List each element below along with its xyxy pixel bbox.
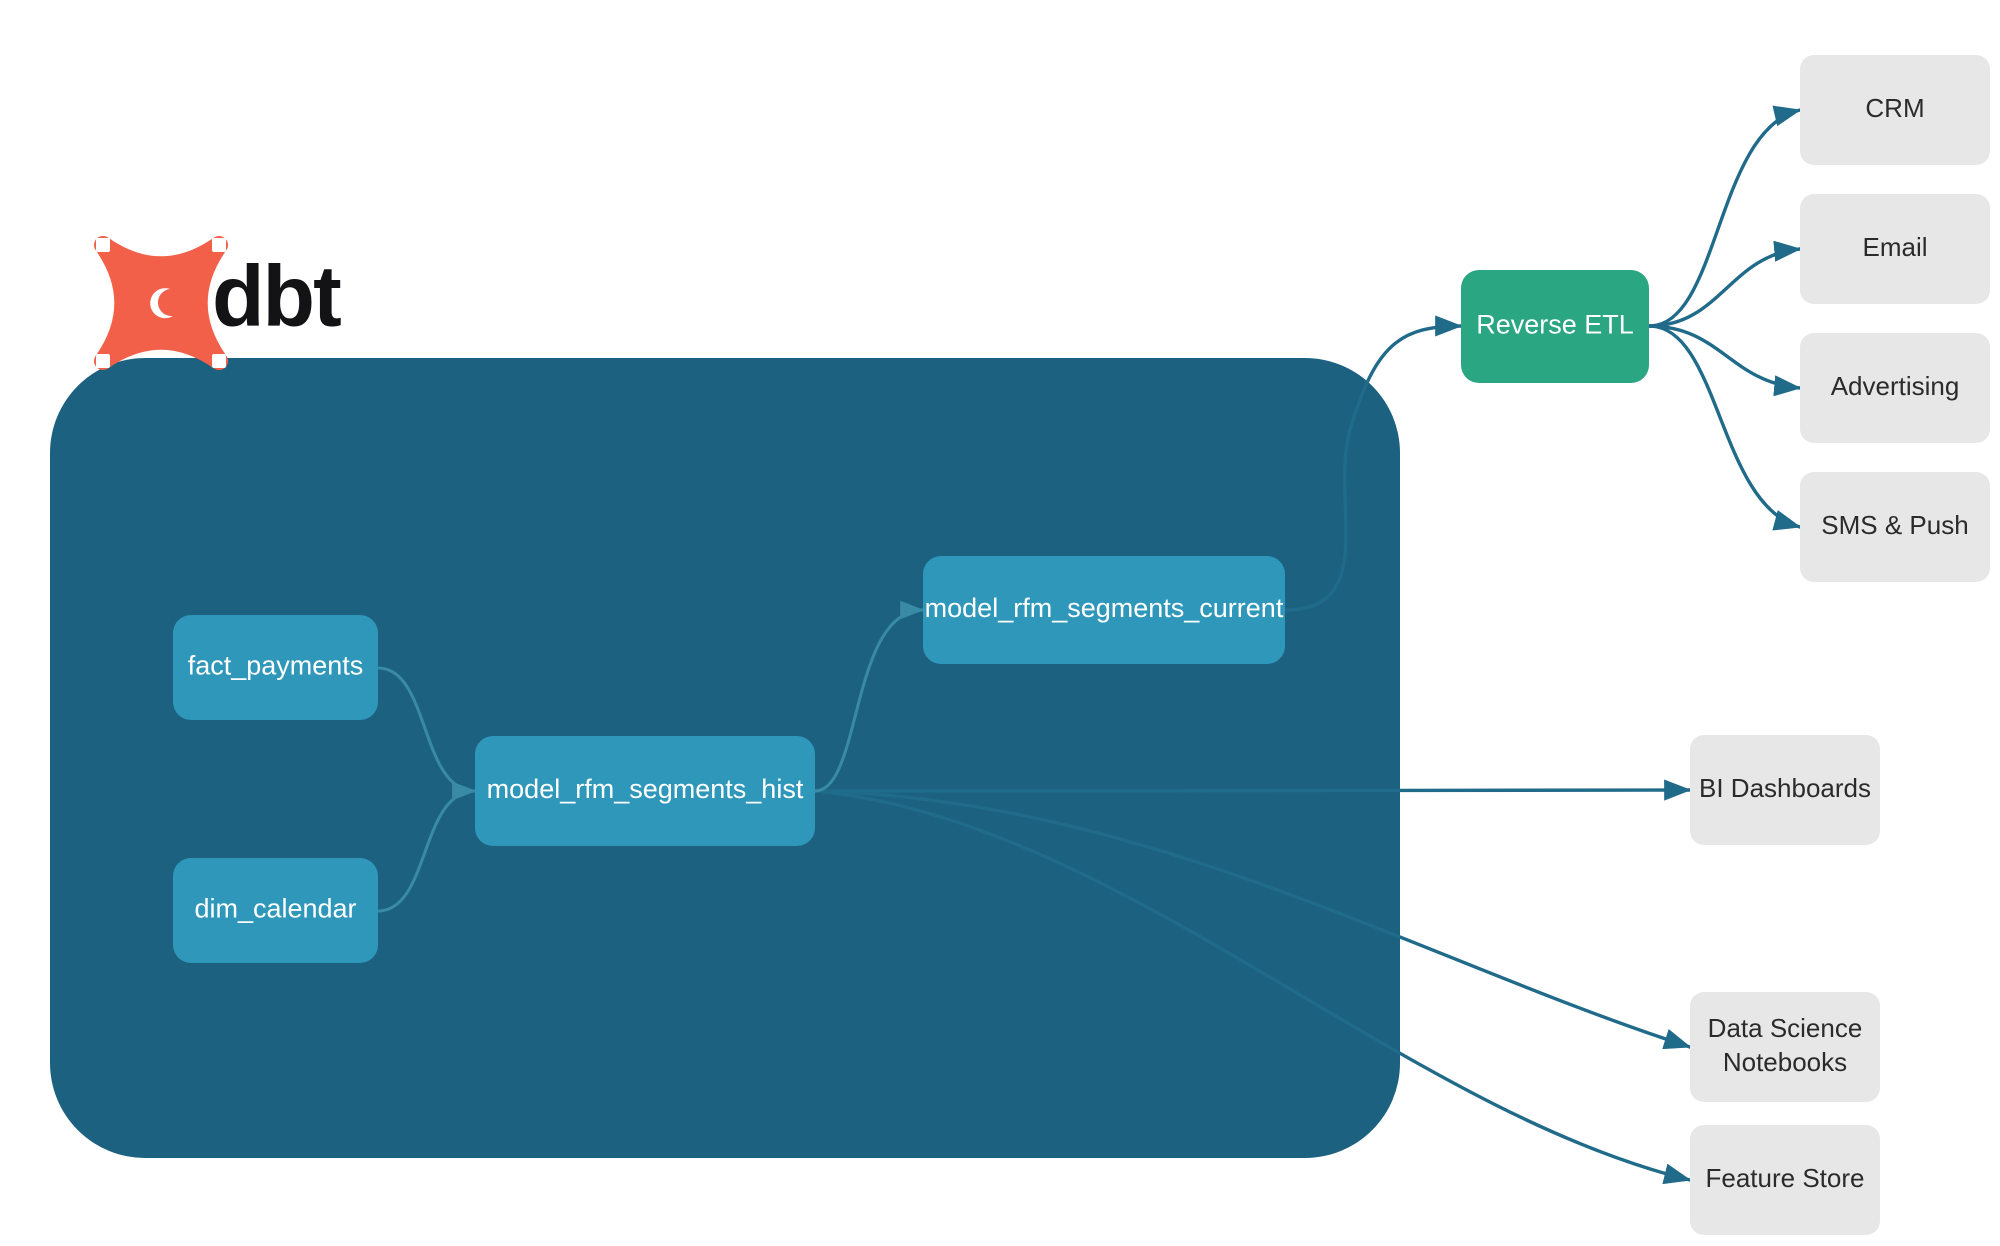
edge-current-to-reverse-etl (1283, 315, 1463, 612)
destination-node-data_science_notebooks-label: Notebooks (1723, 1047, 1847, 1077)
dbt-logo-tip-0 (96, 238, 110, 252)
model-node-model_rfm_segments_current-shape (923, 556, 1285, 664)
destination-node-feature_store-label: Feature Store (1706, 1163, 1865, 1193)
dbt-logo-tip-1 (212, 238, 226, 252)
destination-node-bi_dashboards-label: BI Dashboards (1699, 773, 1871, 803)
destination-node-sms_push-shape (1800, 472, 1990, 582)
edge-hist-to-bi-dashboards (813, 779, 1692, 801)
destination-node-email[interactable]: Email (1800, 194, 1990, 304)
edge-reverse-etl-to-sms-push (1647, 324, 1802, 531)
destination-node-sms_push[interactable]: SMS & Push (1800, 472, 1990, 582)
model-nodes: fact_payments dim_calendar model_rfm_segme… (173, 556, 1285, 963)
model-node-dim_calendar-label: dim_calendar (194, 894, 356, 924)
model-node-model_rfm_segments_hist-label: model_rfm_segments_hist (487, 774, 804, 804)
dbt-logo-star (94, 236, 228, 370)
destination-node-data_science_notebooks-label: Data Science (1708, 1013, 1863, 1043)
destination-node-data_science_notebooks-shape (1690, 992, 1880, 1102)
destination-node-advertising[interactable]: Advertising (1800, 333, 1990, 443)
dbt-logo-tip-3 (96, 354, 110, 368)
destination-node-advertising-label: Advertising (1831, 371, 1960, 401)
model-node-fact_payments-shape (173, 615, 378, 720)
model-node-model_rfm_segments_hist[interactable]: model_rfm_segments_hist (475, 736, 815, 846)
dbt-wordmark: dbt (212, 249, 341, 345)
reverse-etl-node[interactable]: Reverse ETL (1461, 270, 1649, 383)
model-node-dim_calendar[interactable]: dim_calendar (173, 858, 378, 963)
internal-edges (376, 600, 925, 913)
destination-node-email-label: Email (1862, 232, 1927, 262)
edge-hist-to-feature-store (813, 789, 1692, 1185)
destination-node-bi_dashboards[interactable]: BI Dashboards (1690, 735, 1880, 845)
model-node-model_rfm_segments_current-label: model_rfm_segments_current (925, 593, 1284, 623)
edge-hist-to-current (813, 600, 925, 793)
edge-dim-calendar-to-hist (376, 781, 477, 913)
destination-node-advertising-shape (1800, 333, 1990, 443)
dbt-logo-crescent (150, 288, 173, 319)
destination-node-crm-shape (1800, 55, 1990, 165)
destination-node-email-shape (1800, 194, 1990, 304)
edge-reverse-etl-to-email (1647, 240, 1802, 328)
edge-reverse-etl-to-advertising (1647, 324, 1802, 397)
reverse-etl-node[interactable]: Reverse ETL (1461, 270, 1649, 383)
destination-node-bi_dashboards-shape (1690, 735, 1880, 845)
reverse-etl-node-shape (1461, 270, 1649, 383)
edge-hist-to-data-science (813, 789, 1692, 1050)
model-node-dim_calendar-shape (173, 858, 378, 963)
dbt-logo-tip-2 (212, 354, 226, 368)
dbt-x-logo-icon (94, 236, 228, 370)
model-node-fact_payments[interactable]: fact_payments (173, 615, 378, 720)
destination-node-feature_store[interactable]: Feature Store (1690, 1125, 1880, 1235)
destination-node-crm[interactable]: CRM (1800, 55, 1990, 165)
dbt-brand-lockup: dbt (94, 236, 343, 370)
edge-reverse-etl-to-crm (1647, 105, 1802, 328)
model-node-model_rfm_segments_hist-shape (475, 736, 815, 846)
destination-node-crm-label: CRM (1865, 93, 1924, 123)
model-node-fact_payments-label: fact_payments (188, 651, 364, 681)
destination-node-feature_store-shape (1690, 1125, 1880, 1235)
external-edges (813, 105, 1802, 1185)
model-node-model_rfm_segments_current[interactable]: model_rfm_segments_current (923, 556, 1285, 664)
destination-node-sms_push-label: SMS & Push (1821, 510, 1968, 540)
reverse-etl-node-label: Reverse ETL (1476, 310, 1634, 340)
